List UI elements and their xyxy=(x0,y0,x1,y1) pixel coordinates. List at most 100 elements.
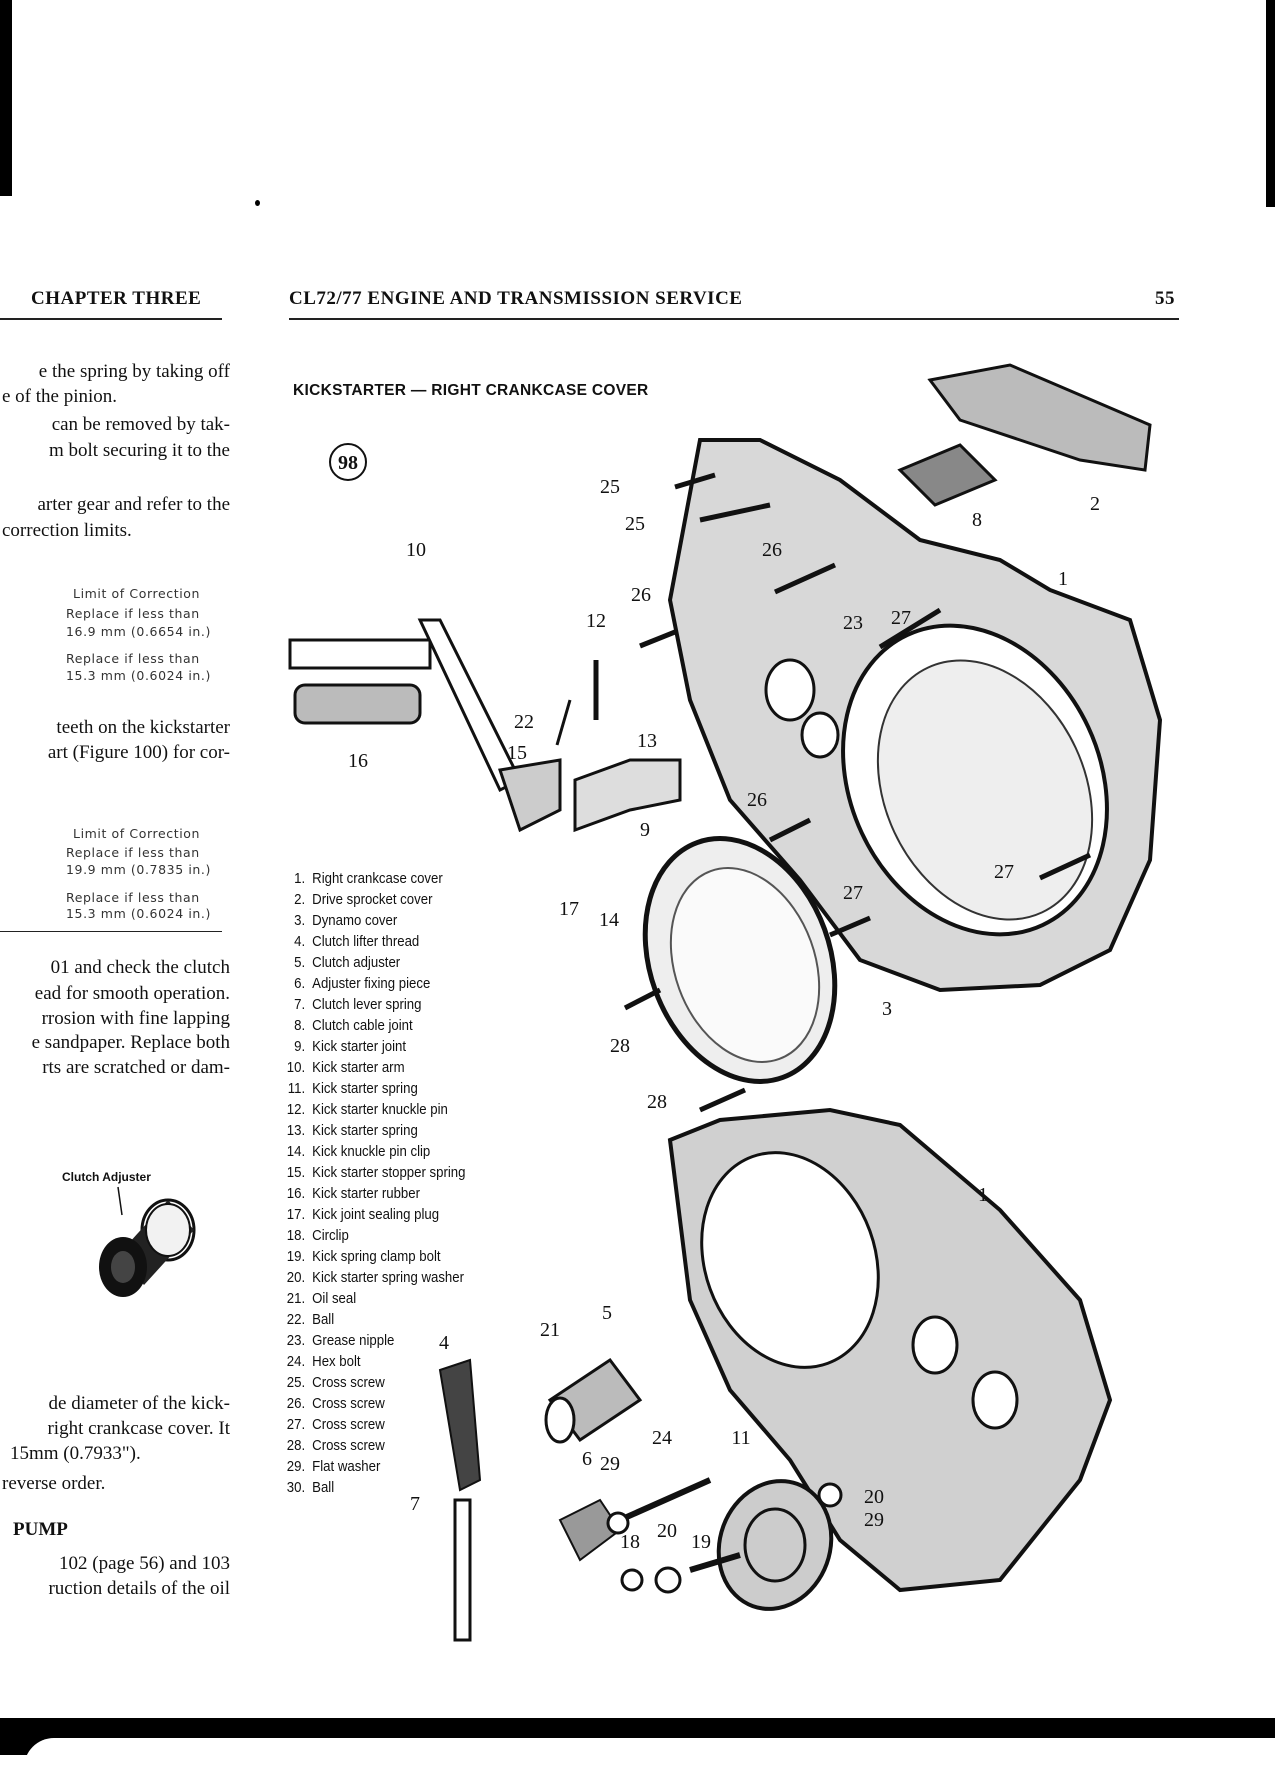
legend-label: Dynamo cover xyxy=(312,912,398,929)
legend-item: 24.Hex bolt xyxy=(284,1351,466,1372)
legend-label: Hex bolt xyxy=(312,1353,361,1370)
callout-number: 6 xyxy=(582,1448,592,1470)
legend-number: 25. xyxy=(286,1374,306,1391)
callout-number: 3 xyxy=(882,998,892,1020)
right-crankcase-cover-lower xyxy=(667,1107,1113,1593)
legend-item: 14. Kick knuckle pin clip xyxy=(284,1141,466,1162)
legend-item: 20.Kick starter spring washer xyxy=(284,1267,466,1288)
legend-label: Grease nipple xyxy=(312,1332,395,1349)
clutch-adjuster-caption: Clutch Adjuster xyxy=(62,1170,151,1184)
chapter-title: CHAPTER THREE xyxy=(31,288,202,309)
clutch-parts-drawing xyxy=(438,1357,843,1642)
callout-number: 27 xyxy=(891,607,911,629)
callout-number: 27 xyxy=(994,861,1014,883)
legend-label: Kick knuckle pin clip xyxy=(312,1143,431,1160)
table1-cell: Replace if less than xyxy=(66,606,200,621)
callout-number: 26 xyxy=(762,539,782,561)
callout-number: 28 xyxy=(647,1091,667,1113)
legend-label: Cross screw xyxy=(312,1374,385,1391)
callout-number: 28 xyxy=(610,1035,630,1057)
legend-item: 4.Clutch lifter thread xyxy=(284,931,466,952)
table2-rule xyxy=(0,931,222,932)
legend-item: 25. Cross screw xyxy=(284,1372,466,1393)
callout-number: 23 xyxy=(843,612,863,634)
body-text-line: can be removed by tak- xyxy=(51,414,230,435)
legend-item: 3.Dynamo cover xyxy=(284,910,466,931)
table2-header: Limit of Correction xyxy=(73,826,201,841)
legend-item: 12.Kick starter knuckle pin xyxy=(284,1099,466,1120)
legend-number: 19. xyxy=(286,1248,306,1265)
table2-cell: 15.3 mm (0.6024 in.) xyxy=(66,906,211,921)
legend-item: 18.Circlip xyxy=(284,1225,466,1246)
legend-label: Kick starter arm xyxy=(312,1059,405,1076)
callout-number: 22 xyxy=(514,711,534,733)
legend-label: Clutch adjuster xyxy=(312,954,401,971)
legend-number: 8. xyxy=(294,1017,306,1034)
legend-number: 7. xyxy=(294,996,306,1013)
table1-cell: 15.3 mm (0.6024 in.) xyxy=(66,668,211,683)
body-text-line: e of the pinion. xyxy=(2,386,118,407)
legend-label: Kick starter spring washer xyxy=(312,1269,465,1286)
legend-item: 30.Ball xyxy=(284,1477,466,1498)
callout-number: 19 xyxy=(691,1531,711,1553)
callout-number: 8 xyxy=(972,509,982,531)
callout-number: 16 xyxy=(348,750,368,772)
legend-item: 13. Kick starter spring xyxy=(284,1120,466,1141)
callout-number: 15 xyxy=(507,742,527,764)
legend-item: 9.Kick starter joint xyxy=(284,1036,466,1057)
legend-label: Cross screw xyxy=(312,1395,385,1412)
legend-number: 23. xyxy=(286,1332,306,1349)
callout-number: 12 xyxy=(586,610,606,632)
legend-label: Ball xyxy=(312,1479,335,1496)
section-title: CL72/77 ENGINE AND TRANSMISSION SERVICE xyxy=(289,288,743,309)
table1-header: Limit of Correction xyxy=(73,586,201,601)
legend-item: 5.Clutch adjuster xyxy=(284,952,466,973)
legend-number: 29. xyxy=(286,1458,306,1475)
legend-number: 15. xyxy=(286,1164,306,1181)
legend-number: 1. xyxy=(294,870,306,887)
callout-number: 20 xyxy=(657,1520,677,1542)
body-text-line: 102 (page 56) and 103 xyxy=(59,1553,230,1574)
legend-label: Drive sprocket cover xyxy=(312,891,433,908)
body-text-line: ruction details of the oil xyxy=(48,1578,230,1599)
legend-number: 17. xyxy=(286,1206,306,1223)
body-text-line: de diameter of the kick- xyxy=(48,1393,230,1414)
right-crankcase-cover-upper xyxy=(667,438,1163,993)
legend-number: 13. xyxy=(286,1122,306,1139)
legend-item: 8.Clutch cable joint xyxy=(284,1015,466,1036)
callout-number: 20 xyxy=(864,1486,884,1508)
legend-number: 12. xyxy=(286,1101,306,1118)
legend-item: 11.Kick starter spring xyxy=(284,1078,466,1099)
legend-item: 19. Kick spring clamp bolt xyxy=(284,1246,466,1267)
callout-number: 4 xyxy=(439,1332,449,1354)
legend-item: 16.Kick starter rubber xyxy=(284,1183,466,1204)
legend-number: 16. xyxy=(286,1185,306,1202)
legend-number: 21. xyxy=(286,1290,306,1307)
legend-item: 6.Adjuster fixing piece xyxy=(284,973,466,994)
callout-number: 27 xyxy=(843,882,863,904)
legend-label: Kick starter spring xyxy=(312,1122,418,1139)
legend-item: 27.Cross screw xyxy=(284,1414,466,1435)
figure-title: KICKSTARTER — RIGHT CRANKCASE COVER xyxy=(293,382,649,399)
body-text-line: rrosion with fine lapping xyxy=(41,1008,230,1029)
body-text-line: ead for smooth operation. xyxy=(34,983,230,1004)
scan-edge-right xyxy=(1266,0,1275,207)
header-rule-right xyxy=(289,318,1179,320)
callout-number: 2 xyxy=(1090,493,1100,515)
legend-number: 11. xyxy=(287,1080,306,1097)
legend-number: 27. xyxy=(286,1416,306,1433)
legend-number: 14. xyxy=(286,1143,306,1160)
table2-cell: Replace if less than xyxy=(66,890,200,905)
body-text-line: 01 and check the clutch xyxy=(50,957,230,978)
callout-number: 13 xyxy=(637,730,657,752)
legend-item: 7.Clutch lever spring xyxy=(284,994,466,1015)
legend-label: Kick spring clamp bolt xyxy=(312,1248,441,1265)
body-text-line: arter gear and refer to the xyxy=(37,494,230,515)
legend-number: 4. xyxy=(294,933,306,950)
callout-number: 29 xyxy=(600,1453,620,1475)
legend-label: Flat washer xyxy=(312,1458,381,1475)
callout-number: 7 xyxy=(410,1493,420,1515)
